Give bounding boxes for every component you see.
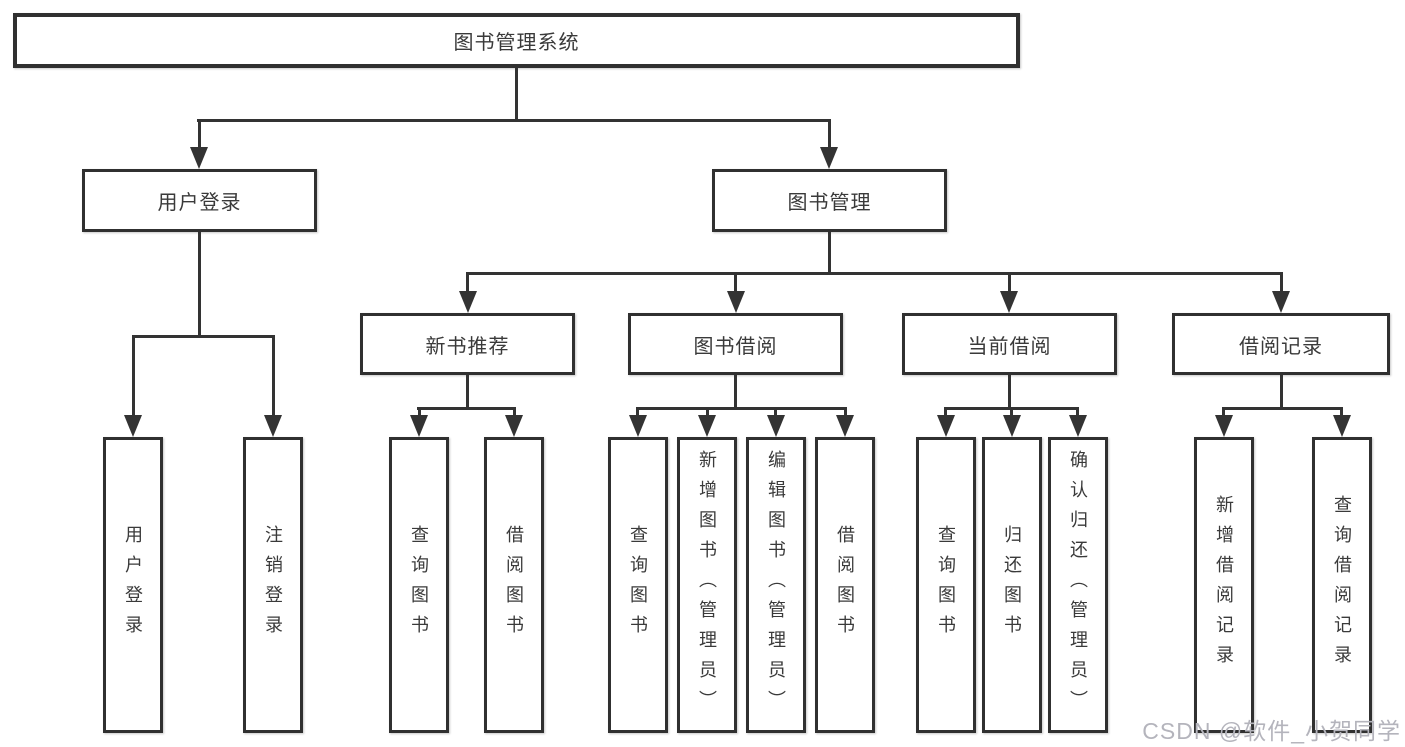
node-borrowing-records-label: 借阅记录: [1239, 335, 1323, 358]
connector-line: [1280, 375, 1283, 407]
arrow-down-icon: [459, 291, 477, 313]
node-user-login: 用户登录: [82, 169, 317, 232]
leaf-add-borrow-record: 新增借阅记录: [1194, 437, 1254, 733]
connector-line: [734, 272, 737, 301]
leaf-borrow-books-borrowing: 借阅图书: [815, 437, 875, 733]
connector-line: [1008, 375, 1011, 407]
arrow-down-icon: [1333, 415, 1351, 437]
arrow-down-icon: [1215, 415, 1233, 437]
connector-line: [1008, 272, 1011, 301]
connector-line: [828, 119, 831, 157]
node-book-management: 图书管理: [712, 169, 947, 232]
node-book-borrowing-label: 图书借阅: [693, 335, 778, 358]
connector-line: [636, 407, 846, 410]
node-new-book-recommendation-label: 新书推荐: [425, 335, 510, 358]
arrow-down-icon: [727, 291, 745, 313]
connector-line: [132, 335, 275, 338]
node-new-book-recommendation: 新书推荐: [360, 313, 575, 375]
connector-line: [515, 68, 518, 119]
leaf-borrow-books-recommendation: 借阅图书: [484, 437, 544, 733]
leaf-query-borrow-record: 查询借阅记录: [1312, 437, 1372, 733]
arrow-down-icon: [124, 415, 142, 437]
arrow-down-icon: [937, 415, 955, 437]
leaf-confirm-return-admin: 确认归还（管理员）: [1048, 437, 1108, 733]
connector-line: [734, 375, 737, 407]
leaf-borrow-books-borrowing-label: 借阅图书: [835, 525, 855, 645]
node-borrowing-records: 借阅记录: [1172, 313, 1390, 375]
leaf-add-borrow-record-label: 新增借阅记录: [1214, 495, 1234, 675]
connector-line: [828, 232, 831, 272]
leaf-query-books-recommendation-label: 查询图书: [409, 525, 429, 645]
arrow-down-icon: [698, 415, 716, 437]
node-library-system-label: 图书管理系统: [453, 32, 580, 54]
leaf-edit-books-admin-label: 编辑图书（管理员）: [766, 450, 786, 720]
leaf-logout-label: 注销登录: [263, 525, 283, 645]
leaf-user-login-label: 用户登录: [123, 525, 143, 645]
leaf-add-books-admin: 新增图书（管理员）: [677, 437, 737, 733]
node-book-management-label: 图书管理: [787, 192, 872, 214]
connector-line: [272, 335, 275, 425]
leaf-query-books-current-label: 查询图书: [936, 525, 956, 645]
connector-line: [466, 272, 469, 301]
arrow-down-icon: [264, 415, 282, 437]
arrow-down-icon: [767, 415, 785, 437]
csdn-watermark: CSDN @软件_小贺同学: [1142, 718, 1401, 744]
arrow-down-icon: [190, 147, 208, 169]
arrow-down-icon: [1272, 291, 1290, 313]
connector-line: [198, 232, 201, 335]
leaf-edit-books-admin: 编辑图书（管理员）: [746, 437, 806, 733]
leaf-confirm-return-admin-label: 确认归还（管理员）: [1068, 450, 1088, 720]
leaf-add-books-admin-label: 新增图书（管理员）: [697, 450, 717, 720]
arrow-down-icon: [1003, 415, 1021, 437]
node-user-login-label: 用户登录: [157, 192, 242, 214]
node-library-system: 图书管理系统: [13, 13, 1020, 68]
leaf-borrow-books-recommendation-label: 借阅图书: [504, 525, 524, 645]
connector-line: [132, 335, 135, 425]
connector-line: [466, 272, 1283, 275]
leaf-return-books: 归还图书: [982, 437, 1042, 733]
arrow-down-icon: [505, 415, 523, 437]
leaf-user-login: 用户登录: [103, 437, 163, 733]
arrow-down-icon: [410, 415, 428, 437]
leaf-return-books-label: 归还图书: [1002, 525, 1022, 645]
leaf-query-books-borrowing-label: 查询图书: [628, 525, 648, 645]
arrow-down-icon: [836, 415, 854, 437]
arrow-down-icon: [629, 415, 647, 437]
arrow-down-icon: [1069, 415, 1087, 437]
connector-line: [417, 407, 516, 410]
arrow-down-icon: [820, 147, 838, 169]
leaf-query-books-current: 查询图书: [916, 437, 976, 733]
connector-line: [198, 119, 201, 157]
leaf-logout: 注销登录: [243, 437, 303, 733]
connector-line: [197, 119, 831, 122]
leaf-query-books-borrowing: 查询图书: [608, 437, 668, 733]
node-current-borrowing-label: 当前借阅: [967, 335, 1052, 358]
node-current-borrowing: 当前借阅: [902, 313, 1117, 375]
leaf-query-books-recommendation: 查询图书: [389, 437, 449, 733]
node-book-borrowing: 图书借阅: [628, 313, 843, 375]
connector-line: [466, 375, 469, 407]
arrow-down-icon: [1000, 291, 1018, 313]
connector-line: [1280, 272, 1283, 301]
leaf-query-borrow-record-label: 查询借阅记录: [1332, 495, 1352, 675]
connector-line: [1222, 407, 1343, 410]
